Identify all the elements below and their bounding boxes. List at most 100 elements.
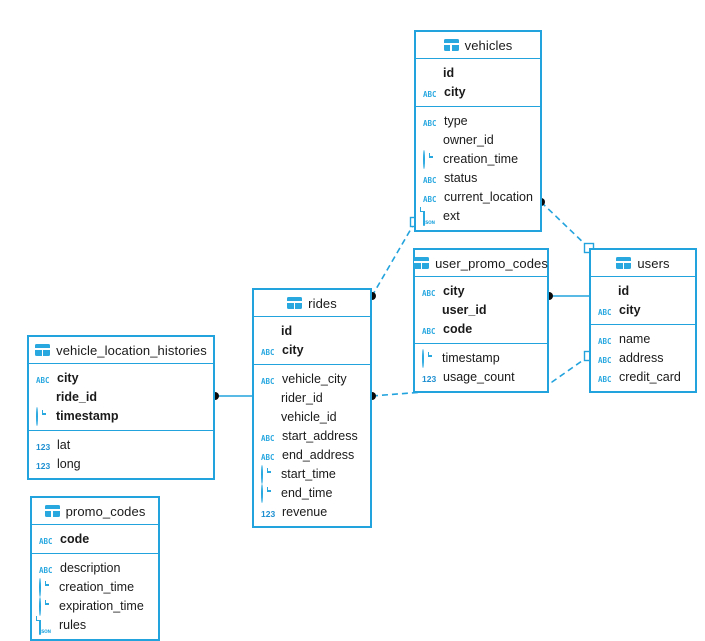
text-type-icon: ABC <box>598 337 612 346</box>
table-icon <box>443 39 459 51</box>
field-vehicles-current_location[interactable]: ABC current_location <box>416 187 540 206</box>
field-promo_codes-creation_time[interactable]: creation_time <box>32 577 158 597</box>
timestamp-type-icon <box>423 150 438 169</box>
field-vehicles-owner_id[interactable]: owner_id <box>416 130 540 149</box>
field-label: credit_card <box>619 369 681 384</box>
number-type-icon: 123 <box>36 442 51 452</box>
text-type-icon: ABC <box>36 376 50 385</box>
field-promo_codes-description[interactable]: ABC description <box>32 558 158 577</box>
field-label: current_location <box>444 189 533 204</box>
field-label: id <box>443 65 455 80</box>
json-type-icon: JSON <box>423 207 438 226</box>
field-label: id <box>618 283 630 298</box>
table-header-rides[interactable]: rides <box>254 290 370 317</box>
field-rides-start_time[interactable]: start_time <box>254 464 370 484</box>
relationship-line-vehicles-users <box>540 201 590 249</box>
field-label: start_address <box>282 428 358 443</box>
identifier-type-icon <box>422 302 437 317</box>
text-type-icon: ABC <box>423 90 437 99</box>
field-rides-vehicle_id[interactable]: vehicle_id <box>254 407 370 426</box>
table-header-promo_codes[interactable]: promo_codes <box>32 498 158 525</box>
field-label: ride_id <box>56 389 97 404</box>
field-vehicles-creation_time[interactable]: creation_time <box>416 149 540 169</box>
identifier-type-icon <box>261 390 276 405</box>
field-label: usage_count <box>443 369 515 384</box>
primary-key-field-vehicles-id[interactable]: id <box>416 63 540 82</box>
field-label: address <box>619 350 664 365</box>
table-icon <box>35 344 51 356</box>
field-label: end_time <box>281 485 333 500</box>
primary-key-field-vehicle_location_histories-ride_id[interactable]: ride_id <box>29 387 213 406</box>
field-label: city <box>444 84 466 99</box>
primary-key-field-rides-city[interactable]: ABC city <box>254 340 370 359</box>
identifier-type-icon <box>423 65 438 80</box>
field-users-name[interactable]: ABC name <box>591 329 695 348</box>
table-title: users <box>637 255 670 271</box>
text-type-icon: ABC <box>423 195 437 204</box>
table-title: user_promo_codes <box>435 255 548 271</box>
text-type-icon: ABC <box>261 348 275 357</box>
field-label: end_address <box>282 447 355 462</box>
field-label: vehicle_city <box>282 371 347 386</box>
identifier-type-icon <box>36 389 51 404</box>
field-label: long <box>57 456 81 471</box>
field-label: description <box>60 560 121 575</box>
timestamp-type-icon <box>39 597 54 616</box>
primary-key-field-rides-id[interactable]: id <box>254 321 370 340</box>
field-label: timestamp <box>56 408 119 423</box>
field-rides-start_address[interactable]: ABC start_address <box>254 426 370 445</box>
table-header-vehicles[interactable]: vehicles <box>416 32 540 59</box>
field-label: name <box>619 331 651 346</box>
field-vehicles-ext[interactable]: JSONext <box>416 206 540 226</box>
field-label: city <box>282 342 304 357</box>
table-icon <box>616 257 632 269</box>
field-rides-rider_id[interactable]: rider_id <box>254 388 370 407</box>
identifier-type-icon <box>261 409 276 424</box>
text-type-icon: ABC <box>261 434 275 443</box>
field-promo_codes-expiration_time[interactable]: expiration_time <box>32 596 158 616</box>
primary-key-field-users-id[interactable]: id <box>591 281 695 300</box>
field-user_promo_codes-timestamp[interactable]: timestamp <box>415 348 547 368</box>
text-type-icon: ABC <box>39 537 53 546</box>
field-label: owner_id <box>443 132 494 147</box>
primary-key-field-vehicles-city[interactable]: ABC city <box>416 82 540 101</box>
field-label: status <box>444 170 478 185</box>
field-rides-end_time[interactable]: end_time <box>254 483 370 503</box>
primary-key-field-user_promo_codes-user_id[interactable]: user_id <box>415 300 547 319</box>
primary-key-field-vehicle_location_histories-timestamp[interactable]: timestamp <box>29 406 213 426</box>
table-header-users[interactable]: users <box>591 250 695 277</box>
field-label: timestamp <box>442 350 500 365</box>
table-header-vehicle_location_histories[interactable]: vehicle_location_histories <box>29 337 213 364</box>
field-promo_codes-rules[interactable]: JSONrules <box>32 615 158 635</box>
text-type-icon: ABC <box>39 566 53 575</box>
table-header-user_promo_codes[interactable]: user_promo_codes <box>414 250 548 277</box>
field-label: city <box>443 283 465 298</box>
